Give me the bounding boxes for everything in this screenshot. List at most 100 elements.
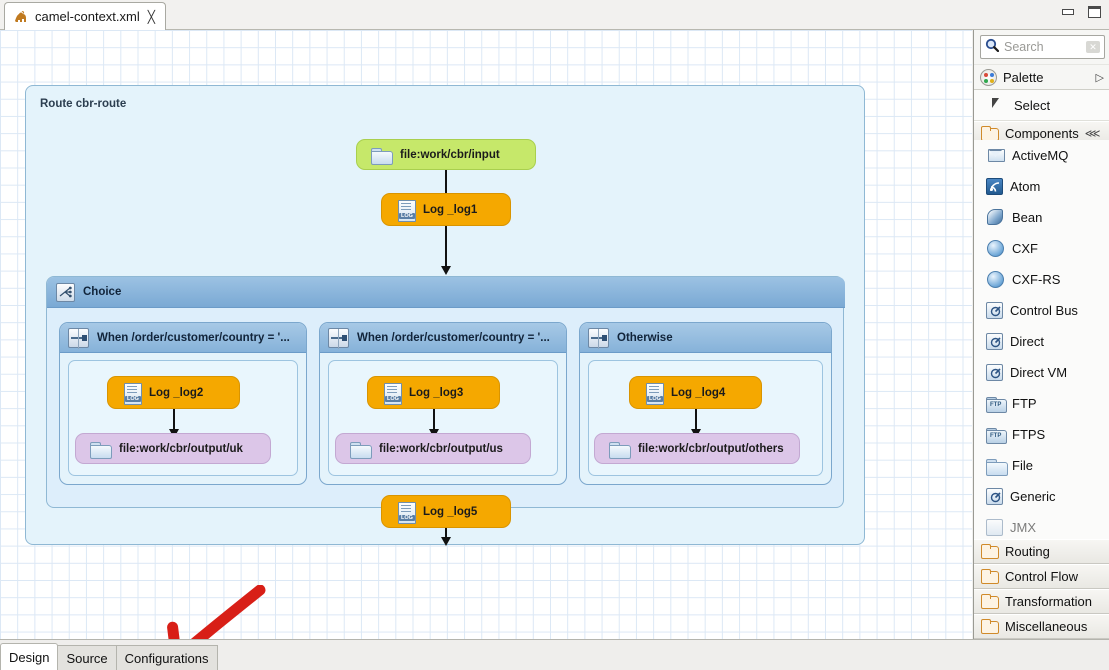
node-file-input[interactable]: file:work/cbr/input	[356, 139, 536, 170]
node-log-log3[interactable]: Log _log3	[367, 376, 500, 409]
palette-component-list[interactable]: ActiveMQ Atom Bean CXF	[974, 140, 1109, 570]
ftp-icon: FTP	[986, 427, 1007, 444]
log-icon	[646, 382, 664, 405]
route-container[interactable]: Route cbr-route file:work/cbr/input Log …	[25, 85, 865, 546]
tab-label: Design	[9, 649, 50, 665]
palette-item-direct-vm[interactable]: Direct VM	[974, 357, 1109, 388]
maximize-icon[interactable]	[1088, 6, 1101, 18]
node-log-log5[interactable]: Log _log5	[381, 495, 511, 528]
palette-item-atom[interactable]: Atom	[974, 171, 1109, 202]
folder-open-icon	[980, 592, 999, 611]
palette-item-generic[interactable]: Generic	[974, 481, 1109, 512]
bean-icon	[986, 208, 1005, 227]
node-log-log2[interactable]: Log _log2	[107, 376, 240, 409]
node-label: file:work/cbr/input	[400, 148, 500, 161]
choice-header[interactable]: Choice	[47, 277, 845, 308]
folder-open-icon	[980, 542, 999, 561]
palette-tool-select[interactable]: Select	[974, 90, 1109, 121]
palette-item-label: FTPS	[1012, 427, 1046, 442]
activemq-icon	[986, 146, 1005, 165]
palette-item-ftp[interactable]: FTP FTP	[974, 388, 1109, 419]
log-icon	[398, 501, 416, 524]
editor-tab-camel-context[interactable]: camel-context.xml ╳	[4, 2, 166, 30]
palette-panel: Search ✕ Palette ▷ Select Components	[973, 30, 1109, 639]
tab-design[interactable]: Design	[0, 643, 59, 670]
node-file-output-us[interactable]: file:work/cbr/output/us	[335, 433, 531, 464]
branch-label: When /order/customer/country = '...	[357, 331, 550, 344]
connector-arrow	[691, 409, 701, 438]
route-title: Route cbr-route	[40, 98, 127, 110]
palette-item-file[interactable]: File	[974, 450, 1109, 481]
camel-icon	[13, 9, 29, 25]
search-placeholder: Search	[1004, 40, 1044, 54]
branch-when-1[interactable]: When /order/customer/country = '... Log …	[59, 322, 307, 485]
tab-label: Configurations	[124, 650, 209, 666]
palette-item-bean[interactable]: Bean	[974, 202, 1109, 233]
branch-label: When /order/customer/country = '...	[97, 331, 290, 344]
branch-body: Log _log4 file:work/cbr/output/others	[588, 360, 823, 476]
palette-section-miscellaneous[interactable]: Miscellaneous	[974, 614, 1109, 639]
search-icon	[985, 38, 1000, 57]
palette-section-label: Components	[1005, 126, 1079, 141]
direct-icon	[986, 302, 1003, 319]
globe-icon	[986, 239, 1005, 258]
direct-icon	[986, 488, 1003, 505]
palette-item-label: CXF-RS	[1012, 272, 1061, 287]
node-log-log1[interactable]: Log _log1	[381, 193, 511, 226]
folder-icon	[371, 147, 393, 165]
palette-header[interactable]: Palette ▷	[974, 64, 1109, 90]
tab-source[interactable]: Source	[57, 645, 117, 670]
branch-body: Log _log3 file:work/cbr/output/us	[328, 360, 558, 476]
node-file-output-others[interactable]: file:work/cbr/output/others	[594, 433, 800, 464]
rss-icon	[986, 178, 1003, 195]
branch-header[interactable]: When /order/customer/country = '...	[320, 323, 566, 353]
when-icon	[328, 327, 349, 349]
branch-when-2[interactable]: When /order/customer/country = '... Log …	[319, 322, 567, 485]
connector-arrow	[441, 170, 451, 202]
route-canvas[interactable]: Route cbr-route file:work/cbr/input Log …	[0, 30, 972, 639]
branch-otherwise[interactable]: Otherwise Log _log4 file:work/cbr/output…	[579, 322, 832, 485]
file-folder-icon	[986, 456, 1008, 476]
palette-item-jmx[interactable]: JMX	[974, 512, 1109, 543]
palette-item-activemq[interactable]: ActiveMQ	[974, 140, 1109, 171]
choice-label: Choice	[83, 286, 122, 298]
collapse-icon[interactable]: ⋘	[1084, 128, 1101, 140]
triangle-right-icon[interactable]: ▷	[1095, 71, 1104, 84]
otherwise-icon	[588, 327, 609, 349]
editor-tab-label: camel-context.xml	[35, 9, 140, 24]
globe-icon	[986, 270, 1005, 289]
direct-icon	[986, 333, 1003, 350]
search-input[interactable]: Search ✕	[980, 35, 1105, 59]
minimize-icon[interactable]	[1062, 9, 1074, 15]
node-file-output-uk[interactable]: file:work/cbr/output/uk	[75, 433, 271, 464]
palette-item-label: CXF	[1012, 241, 1038, 256]
connector-arrow	[429, 409, 439, 438]
palette-sections: Routing Control Flow Transformation Misc…	[974, 539, 1109, 639]
palette-section-routing[interactable]: Routing	[974, 539, 1109, 564]
palette-item-direct[interactable]: Direct	[974, 326, 1109, 357]
close-icon[interactable]: ╳	[147, 9, 155, 24]
palette-section-transformation[interactable]: Transformation	[974, 589, 1109, 614]
choice-container[interactable]: Choice When /order/customer/country = '.…	[46, 276, 845, 508]
palette-item-control-bus[interactable]: Control Bus	[974, 295, 1109, 326]
branch-label: Otherwise	[617, 331, 673, 344]
branch-header[interactable]: Otherwise	[580, 323, 831, 353]
branch-header[interactable]: When /order/customer/country = '...	[60, 323, 306, 353]
palette-item-cxf-rs[interactable]: CXF-RS	[974, 264, 1109, 295]
ftp-icon: FTP	[986, 396, 1007, 413]
palette-section-label: Control Flow	[1005, 569, 1078, 584]
editor-tab-bar: camel-context.xml ╳	[0, 0, 1109, 30]
clear-icon[interactable]: ✕	[1086, 41, 1100, 53]
folder-open-icon	[980, 617, 999, 636]
palette-item-label: JMX	[1010, 520, 1036, 535]
tab-configurations[interactable]: Configurations	[115, 645, 218, 670]
node-log-log4[interactable]: Log _log4	[629, 376, 762, 409]
log-icon	[124, 382, 142, 405]
node-label: file:work/cbr/output/others	[638, 442, 784, 455]
annotation-arrow-icon	[160, 584, 270, 639]
palette-section-control-flow[interactable]: Control Flow	[974, 564, 1109, 589]
palette-item-label: File	[1012, 458, 1033, 473]
palette-item-label: Atom	[1010, 179, 1041, 194]
palette-item-ftps[interactable]: FTP FTPS	[974, 419, 1109, 450]
palette-item-cxf[interactable]: CXF	[974, 233, 1109, 264]
